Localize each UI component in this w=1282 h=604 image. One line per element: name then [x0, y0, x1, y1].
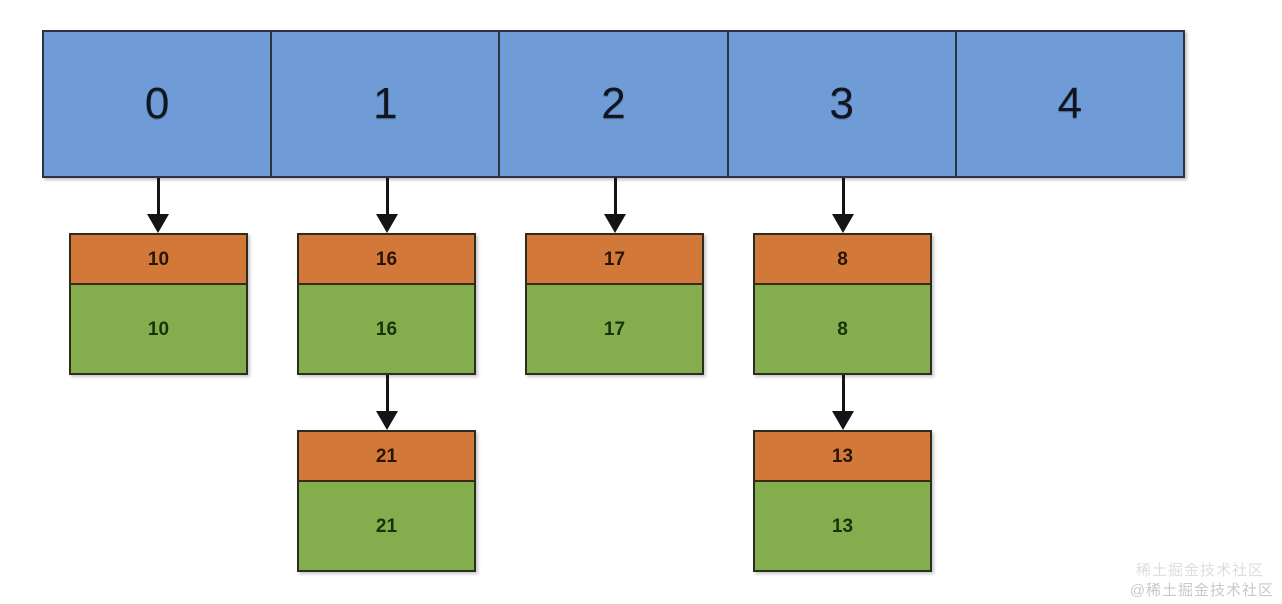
node-key-cell: 21: [299, 432, 474, 482]
node-key-cell: 13: [755, 432, 930, 482]
node-value-cell: 21: [299, 482, 474, 570]
arrow-shaft: [841, 178, 845, 216]
bucket-index-label: 3: [829, 79, 854, 128]
node-value-label: 8: [837, 318, 848, 340]
chain-node[interactable]: 17 17: [525, 233, 704, 375]
bucket-index-label: 0: [144, 79, 170, 128]
chain-node[interactable]: 13 13: [753, 430, 932, 572]
bucket-index-label: 2: [601, 79, 626, 128]
arrow-shaft: [841, 375, 845, 413]
arrow-shaft: [385, 178, 389, 216]
arrow-head: [376, 214, 398, 233]
node-key-cell: 10: [71, 235, 246, 285]
bucket-cell-2[interactable]: 2: [500, 32, 729, 176]
node-value-cell: 17: [527, 285, 702, 373]
watermark-ghost-text: 稀土掘金技术社区: [1135, 562, 1264, 579]
arrow-bucket-2-to-node: [595, 178, 635, 233]
bucket-cell-4[interactable]: 4: [956, 32, 1184, 176]
bucket-index-label: 1: [373, 79, 398, 128]
arrow-bucket-1-to-node: [367, 178, 407, 233]
node-key-label: 10: [147, 248, 170, 270]
node-value-cell: 8: [755, 285, 930, 373]
node-key-cell: 8: [755, 235, 930, 285]
arrow-head: [376, 411, 398, 430]
chain-node[interactable]: 10 10: [69, 233, 248, 375]
arrow-head: [832, 214, 854, 233]
bucket-cell-0[interactable]: 0: [44, 32, 273, 176]
node-value-cell: 13: [755, 482, 930, 570]
hash-bucket-array: 0 1 2 3 4: [42, 30, 1185, 178]
node-value-cell: 16: [299, 285, 474, 373]
node-key-label: 13: [831, 445, 854, 467]
bucket-cell-1[interactable]: 1: [272, 32, 501, 176]
arrow-node-8-to-node-13: [823, 375, 863, 430]
arrow-head: [832, 411, 854, 430]
node-value-label: 16: [375, 318, 398, 340]
node-key-cell: 17: [527, 235, 702, 285]
bucket-index-label: 4: [1057, 79, 1083, 128]
node-value-label: 10: [147, 318, 170, 340]
node-key-label: 21: [375, 445, 398, 467]
chain-node[interactable]: 16 16: [297, 233, 476, 375]
node-key-label: 8: [837, 248, 848, 270]
arrow-bucket-3-to-node: [823, 178, 863, 233]
arrow-shaft: [385, 375, 389, 413]
arrow-bucket-0-to-node: [138, 178, 178, 233]
arrow-shaft: [613, 178, 617, 216]
watermark-text: @稀土掘金技术社区: [1129, 582, 1274, 599]
node-key-label: 17: [603, 248, 626, 270]
chain-node[interactable]: 21 21: [297, 430, 476, 572]
node-key-label: 16: [375, 248, 398, 270]
bucket-cell-3[interactable]: 3: [728, 32, 957, 176]
node-value-cell: 10: [71, 285, 246, 373]
node-value-label: 17: [603, 318, 626, 340]
node-value-label: 13: [831, 515, 854, 537]
chain-node[interactable]: 8 8: [753, 233, 932, 375]
arrow-head: [147, 214, 169, 233]
arrow-head: [604, 214, 626, 233]
arrow-node-16-to-node-21: [367, 375, 407, 430]
node-value-label: 21: [375, 515, 398, 537]
node-key-cell: 16: [299, 235, 474, 285]
arrow-shaft: [156, 178, 160, 216]
